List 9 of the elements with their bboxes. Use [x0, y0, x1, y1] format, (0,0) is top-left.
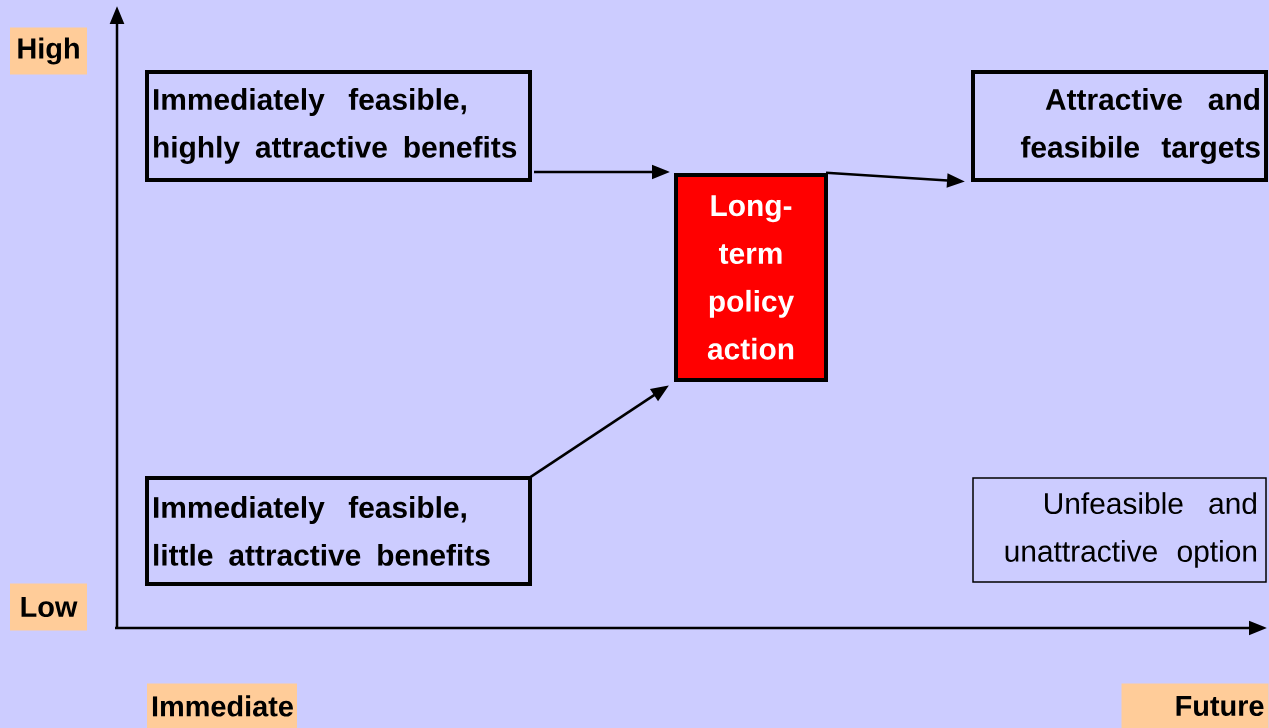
axis-label: Immediate [147, 683, 297, 728]
axis-label: Low [10, 583, 87, 631]
policy-box: Long-term policy action [674, 173, 828, 382]
option-box: Unfeasible and unattractive option [972, 477, 1267, 583]
axis-label: High [10, 27, 87, 75]
option-box: Immediately feasible, highly attractive benefits [145, 70, 532, 182]
option-box: Immediately feasible, little attractive benefits [145, 476, 532, 586]
axis-label: Future [1121, 683, 1269, 728]
option-box: Attractive and feasibile targets [971, 70, 1268, 182]
